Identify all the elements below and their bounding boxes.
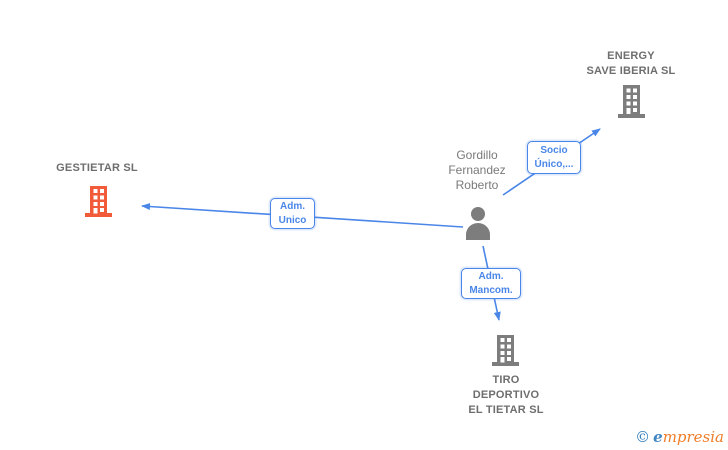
company-node-gestietar[interactable]: GESTIETAR SL <box>37 161 157 176</box>
company-name-line: ENERGY <box>607 50 655 62</box>
person-name-line: Roberto <box>455 178 499 192</box>
relationship-label-line: Adm. <box>478 270 504 282</box>
relationship-label-socio-unico[interactable]: Socio Único,... <box>527 141 581 174</box>
company-name-line: SAVE IBERIA SL <box>586 65 676 77</box>
relationship-label-adm-unico[interactable]: Adm. Unico <box>270 198 315 229</box>
company-name-line: GESTIETAR SL <box>56 162 138 174</box>
company-name-line: EL TIETAR SL <box>468 404 544 416</box>
building-icon[interactable] <box>83 186 114 217</box>
company-name-line: TIRO <box>492 374 520 386</box>
company-node-tiro-deportivo[interactable]: TIRO DEPORTIVO EL TIETAR SL <box>446 373 566 418</box>
relationship-label-line: Mancom. <box>469 284 513 296</box>
person-name-line: Gordillo <box>456 148 498 162</box>
copyright-symbol: © <box>635 428 651 446</box>
building-icon[interactable] <box>490 335 521 366</box>
relationship-label-line: Socio <box>540 144 568 156</box>
relationship-label-adm-mancom[interactable]: Adm. Mancom. <box>461 268 521 299</box>
logo-text-first-letter: e <box>653 428 663 446</box>
person-name-line: Fernandez <box>448 163 506 177</box>
relationship-label-line: Adm. <box>280 200 305 212</box>
company-name-line: DEPORTIVO <box>472 389 540 401</box>
person-node-gordillo-fernandez-roberto[interactable]: Gordillo Fernandez Roberto <box>417 148 537 193</box>
building-icon[interactable] <box>616 85 647 118</box>
relationship-label-line: Único,... <box>534 158 574 170</box>
relationship-label-line: Unico <box>278 214 307 226</box>
logo-text-rest: mpresia <box>662 428 724 446</box>
company-node-energy-save-iberia[interactable]: ENERGY SAVE IBERIA SL <box>566 49 696 79</box>
person-icon[interactable] <box>462 206 494 241</box>
empresia-logo[interactable]: ©empresia <box>635 428 724 446</box>
